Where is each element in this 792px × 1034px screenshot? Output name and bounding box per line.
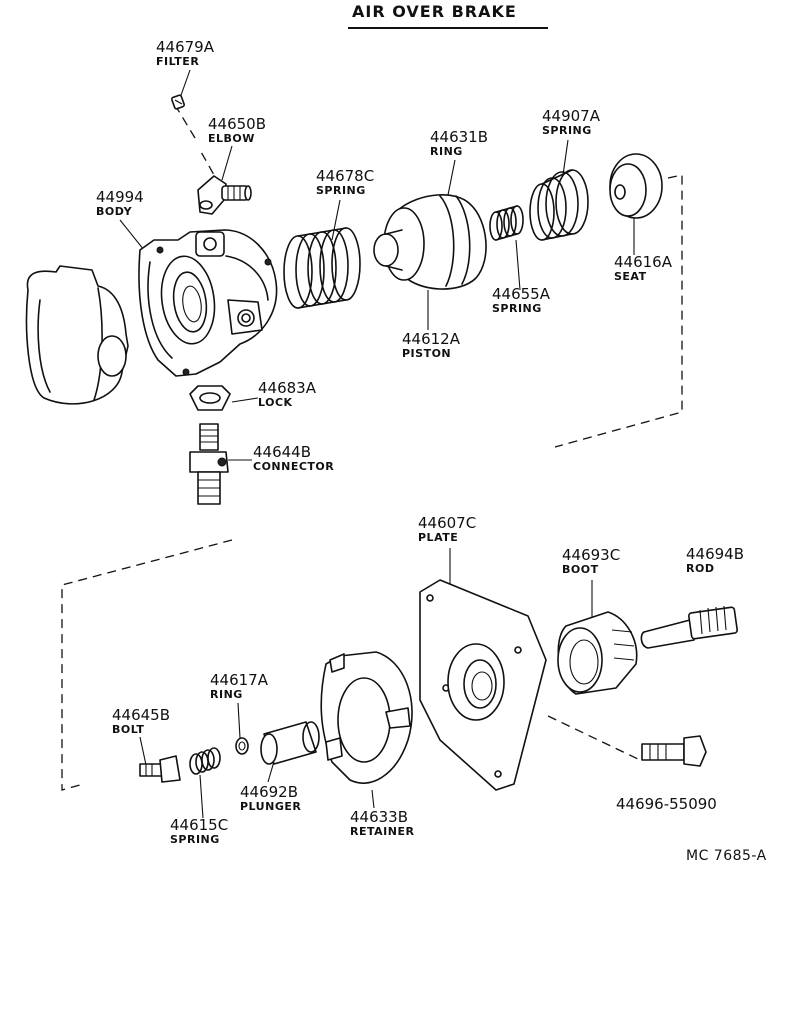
callout-ring-44631b: 44631B RING — [430, 128, 489, 158]
plunger — [260, 721, 320, 765]
callout-body: 44994 BODY — [96, 188, 144, 218]
part-number: 44616A — [614, 253, 672, 271]
part-number: 44615C — [170, 816, 229, 834]
part-name: RING — [210, 688, 243, 701]
part-number: 44633B — [350, 808, 409, 826]
callout-spring-44678c: 44678C SPRING — [316, 167, 375, 197]
callout-filter: 44679A FILTER — [156, 38, 214, 68]
part-number: 44607C — [418, 514, 477, 532]
part-number: 44612A — [402, 330, 460, 348]
part-name: SPRING — [316, 184, 366, 197]
spring-seat — [609, 153, 663, 219]
part-number: 44644B — [253, 443, 312, 461]
callout-seat: 44616A SEAT — [614, 253, 672, 283]
part-name: SPRING — [492, 302, 542, 315]
valve-body — [25, 229, 278, 405]
callout-ring-44617a: 44617A RING — [210, 671, 268, 701]
part-number: 44655A — [492, 285, 550, 303]
part-number: 44617A — [210, 671, 268, 689]
callout-lock: 44683A LOCK — [258, 379, 316, 409]
part-number: 44645B — [112, 706, 171, 724]
part-name: SEAT — [614, 270, 647, 283]
part-name: SPRING — [542, 124, 592, 137]
callout-boot: 44693C BOOT — [562, 546, 621, 576]
bolt-and-spring — [139, 747, 221, 783]
part-name: ROD — [686, 562, 715, 575]
callout-bolt-44696: 44696-55090 — [616, 797, 717, 813]
part-name: LOCK — [258, 396, 293, 409]
part-number: 44678C — [316, 167, 375, 185]
connector-fitting — [189, 423, 229, 505]
part-number: 44692B — [240, 783, 299, 801]
retainer-ring — [320, 651, 413, 784]
rubber-boot — [557, 611, 638, 695]
callout-spring-44655a: 44655A SPRING — [492, 285, 550, 315]
callout-bolt-44645b: 44645B BOLT — [112, 706, 171, 736]
part-number: 44696-55090 — [616, 795, 717, 813]
callout-piston: 44612A PISTON — [402, 330, 460, 360]
diagram-title: AIR OVER BRAKE — [352, 2, 517, 21]
lock-nut — [189, 385, 231, 411]
part-name: BOLT — [112, 723, 145, 736]
small-coil-spring — [489, 205, 524, 241]
part-name: SPRING — [170, 833, 220, 846]
part-number: 44907A — [542, 107, 600, 125]
part-number: 44679A — [156, 38, 214, 56]
callout-plunger: 44692B PLUNGER — [240, 783, 302, 813]
part-name: BODY — [96, 205, 133, 218]
part-name: PLATE — [418, 531, 459, 544]
small-ring — [235, 737, 249, 755]
part-number: 44683A — [258, 379, 316, 397]
callout-plate: 44607C PLATE — [418, 514, 477, 544]
push-rod — [640, 605, 738, 649]
part-name: CONNECTOR — [253, 460, 335, 473]
hex-bolt — [641, 735, 707, 767]
piston-assembly — [373, 194, 487, 290]
diagram-code: MC 7685-A — [686, 848, 767, 864]
callout-elbow: 44650B ELBOW — [208, 115, 267, 145]
part-number: 44694B — [686, 545, 745, 563]
part-name: FILTER — [156, 55, 200, 68]
callout-rod: 44694B ROD — [686, 545, 745, 575]
callout-retainer: 44633B RETAINER — [350, 808, 415, 838]
leader-lines — [119, 69, 635, 819]
title-underline — [348, 27, 548, 29]
filter-part — [171, 94, 185, 110]
callout-spring-44615c: 44615C SPRING — [170, 816, 229, 846]
elbow-fitting — [197, 175, 252, 215]
callout-connector: 44644B CONNECTOR — [253, 443, 335, 473]
mounting-plate — [419, 579, 547, 791]
conical-spring — [529, 169, 589, 241]
part-number: 44650B — [208, 115, 267, 133]
part-name: PLUNGER — [240, 800, 302, 813]
large-coil-spring — [283, 227, 361, 309]
part-number: 44994 — [96, 188, 144, 206]
part-name: ELBOW — [208, 132, 255, 145]
part-name: RING — [430, 145, 463, 158]
part-number: 44631B — [430, 128, 489, 146]
part-number: 44693C — [562, 546, 621, 564]
callout-spring-44907a: 44907A SPRING — [542, 107, 600, 137]
part-name: PISTON — [402, 347, 452, 360]
part-name: BOOT — [562, 563, 599, 576]
part-name: RETAINER — [350, 825, 415, 838]
